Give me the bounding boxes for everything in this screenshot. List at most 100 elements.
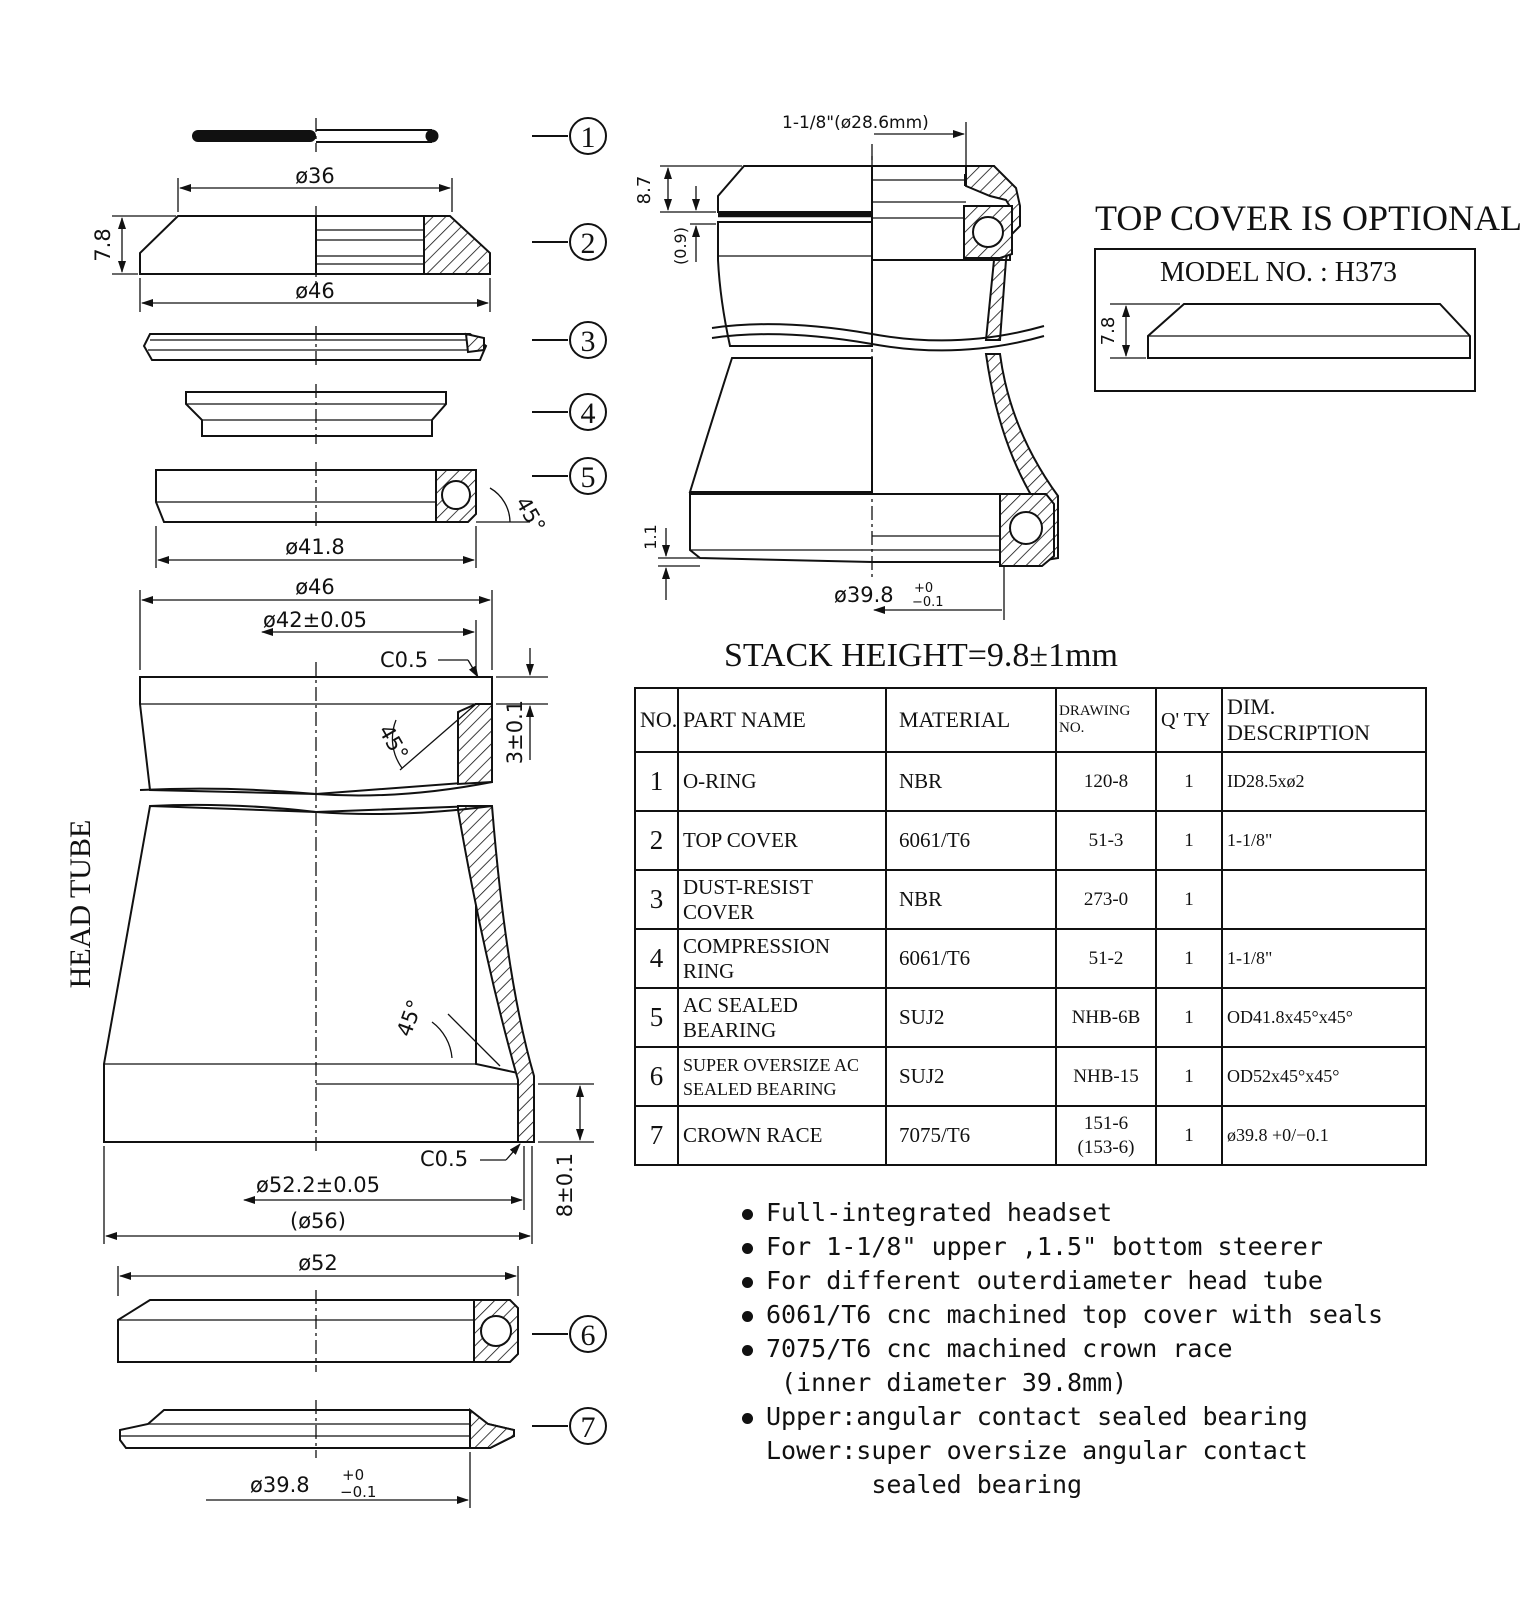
row-drawing-no: 151-6 (153-6) [1055, 1105, 1157, 1166]
row-drawing-no: NHB-6B [1055, 987, 1157, 1048]
note-item: For 1-1/8" upper ,1.5" bottom steerer [740, 1230, 1383, 1264]
note-text: 6061/T6 cnc machined top cover with seal… [766, 1300, 1384, 1329]
note-item-continuation: (inner diameter 39.8mm) [740, 1366, 1383, 1400]
row-no: 6 [634, 1046, 679, 1107]
note-item: 7075/T6 cnc machined crown race [740, 1332, 1383, 1366]
row-dim [1221, 869, 1427, 930]
row-dim: OD41.8x45°x45° [1221, 987, 1427, 1048]
row-no: 2 [634, 810, 679, 871]
bullet-dot-icon [742, 1243, 753, 1254]
note-text: Full-integrated headset [766, 1198, 1113, 1227]
note-item: 6061/T6 cnc machined top cover with seal… [740, 1298, 1383, 1332]
row-drawing-no: 51-2 [1055, 928, 1157, 989]
note-text: Upper:angular contact sealed bearing [766, 1402, 1308, 1431]
row-dim: 1-1/8" [1221, 928, 1427, 989]
dim-d398-section: ø39.8 [834, 583, 894, 607]
row-no: 4 [634, 928, 679, 989]
part-2-top-cover: ø36 7.8 ø46 [91, 164, 491, 312]
part-5-ac-bearing: ø41.8 45° [155, 462, 550, 568]
note-text: Lower:super oversize angular contact [766, 1436, 1308, 1465]
bullet-dot-icon [742, 1311, 753, 1322]
row-material: NBR [885, 751, 1057, 812]
table-row: 7 CROWN RACE 7075/T6 151-6 (153-6) 1 ø39… [634, 1105, 1427, 1166]
row-material: SUJ2 [885, 987, 1057, 1048]
dim-d398-section-tol-down: −0.1 [912, 595, 944, 610]
callout-2: 2 [581, 227, 596, 260]
model-number: MODEL NO. : H373 [1160, 257, 1397, 288]
row-part-name: DUST-RESIST COVER [677, 869, 887, 930]
col-header-no: NO. [634, 687, 679, 753]
table-row: 5 AC SEALED BEARING SUJ2 NHB-6B 1 OD41.8… [634, 987, 1427, 1048]
row-part-name-line2: SEALED BEARING [683, 1078, 837, 1099]
row-no: 1 [634, 751, 679, 812]
row-drawing-no: 273-0 [1055, 869, 1157, 930]
dim-d56: (ø56) [290, 1209, 346, 1233]
table-row: 2 TOP COVER 6061/T6 51-3 1 1-1/8" [634, 810, 1427, 871]
callout-3: 3 [581, 325, 596, 358]
model-dim-h78: 7.8 [1098, 317, 1119, 346]
table-row: 3 DUST-RESIST COVER NBR 273-0 1 [634, 869, 1427, 930]
head-tube-section: ø46 ø42±0.05 C0.5 45° 3±0.1 45° C0.5 8±0… [103, 575, 594, 1244]
row-qty: 1 [1155, 1046, 1223, 1107]
col-header-drawing-no: DRAWING NO. [1055, 687, 1157, 753]
part-7-crown-race: ø39.8 +0 −0.1 [119, 1400, 515, 1508]
callout-4: 4 [581, 397, 596, 430]
row-no: 3 [634, 869, 679, 930]
dim-h87: 8.7 [634, 176, 655, 205]
row-no: 7 [634, 1105, 679, 1166]
dim-d46-top: ø46 [295, 279, 335, 303]
row-qty: 1 [1155, 751, 1223, 812]
dim-d42: ø42±0.05 [263, 608, 367, 632]
table-row: 4 COMPRESSION RING 6061/T6 51-2 1 1-1/8" [634, 928, 1427, 989]
col-header-qty: Q' TY [1155, 687, 1223, 753]
callout-6: 6 [581, 1319, 596, 1352]
dim-h09: (0.9) [671, 227, 690, 265]
dim-d398-main-tol-down: −0.1 [340, 1483, 376, 1501]
row-drawing-no: NHB-15 [1055, 1046, 1157, 1107]
row-part-name: COMPRESSION RING [677, 928, 887, 989]
note-text: For different outerdiameter head tube [766, 1266, 1323, 1295]
row-material: NBR [885, 869, 1057, 930]
dim-c05-bottom: C0.5 [420, 1147, 468, 1171]
row-drawing-no-line1: 151-6 [1083, 1112, 1129, 1134]
row-part-name: O-RING [677, 751, 887, 812]
dim-d52: ø52 [298, 1251, 338, 1275]
stack-height: STACK HEIGHT=9.8±1mm [724, 637, 1118, 674]
bullet-dot-icon [742, 1413, 753, 1424]
part-4-compression-ring [185, 384, 447, 444]
row-qty: 1 [1155, 928, 1223, 989]
table-row: 1 O-RING NBR 120-8 1 ID28.5xø2 [634, 751, 1427, 812]
model-box: MODEL NO. : H373 7.8 [1094, 248, 1476, 392]
row-material: 7075/T6 [885, 1105, 1057, 1166]
row-part-name-line1: SUPER OVERSIZE AC [683, 1054, 860, 1075]
dim-depth8: 8±0.1 [553, 1153, 577, 1217]
part-3-dust-cover [142, 326, 488, 368]
col-header-material: MATERIAL [885, 687, 1057, 753]
row-part-name: SUPER OVERSIZE AC SEALED BEARING [677, 1046, 887, 1107]
row-qty: 1 [1155, 1105, 1223, 1166]
table-header-row: NO. PART NAME MATERIAL DRAWING NO. Q' TY… [634, 687, 1427, 753]
row-qty: 1 [1155, 810, 1223, 871]
feature-notes: Full-integrated headset For 1-1/8" upper… [740, 1196, 1383, 1502]
row-part-name: AC SEALED BEARING [677, 987, 887, 1048]
part-1-o-ring [192, 118, 439, 152]
dim-d418: ø41.8 [285, 535, 345, 559]
row-material: SUJ2 [885, 1046, 1057, 1107]
dim-d398-main-tol-up: +0 [342, 1466, 364, 1484]
callout-5: 5 [581, 461, 596, 494]
bullet-dot-icon [742, 1277, 753, 1288]
parts-table: NO. PART NAME MATERIAL DRAWING NO. Q' TY… [634, 687, 1427, 1166]
note-text: 7075/T6 cnc machined crown race [766, 1334, 1233, 1363]
row-dim: OD52x45°x45° [1221, 1046, 1427, 1107]
row-qty: 1 [1155, 987, 1223, 1048]
note-item-continuation: Lower:super oversize angular contact [740, 1434, 1383, 1468]
bullet-dot-icon [742, 1209, 753, 1220]
dim-h78: 7.8 [91, 228, 115, 261]
note-text: (inner diameter 39.8mm) [766, 1368, 1128, 1397]
assembled-section: 1-1/8"(ø28.6mm) 8.7 (0.9) 1.1 ø39.8 +0 −… [634, 113, 1059, 620]
top-cover-optional-note: TOP COVER IS OPTIONAL [1095, 198, 1522, 238]
head-tube-label: HEAD TUBE [64, 820, 97, 989]
part-callouts: 1 2 3 4 5 6 7 [532, 117, 607, 1445]
note-item: Upper:angular contact sealed bearing [740, 1400, 1383, 1434]
